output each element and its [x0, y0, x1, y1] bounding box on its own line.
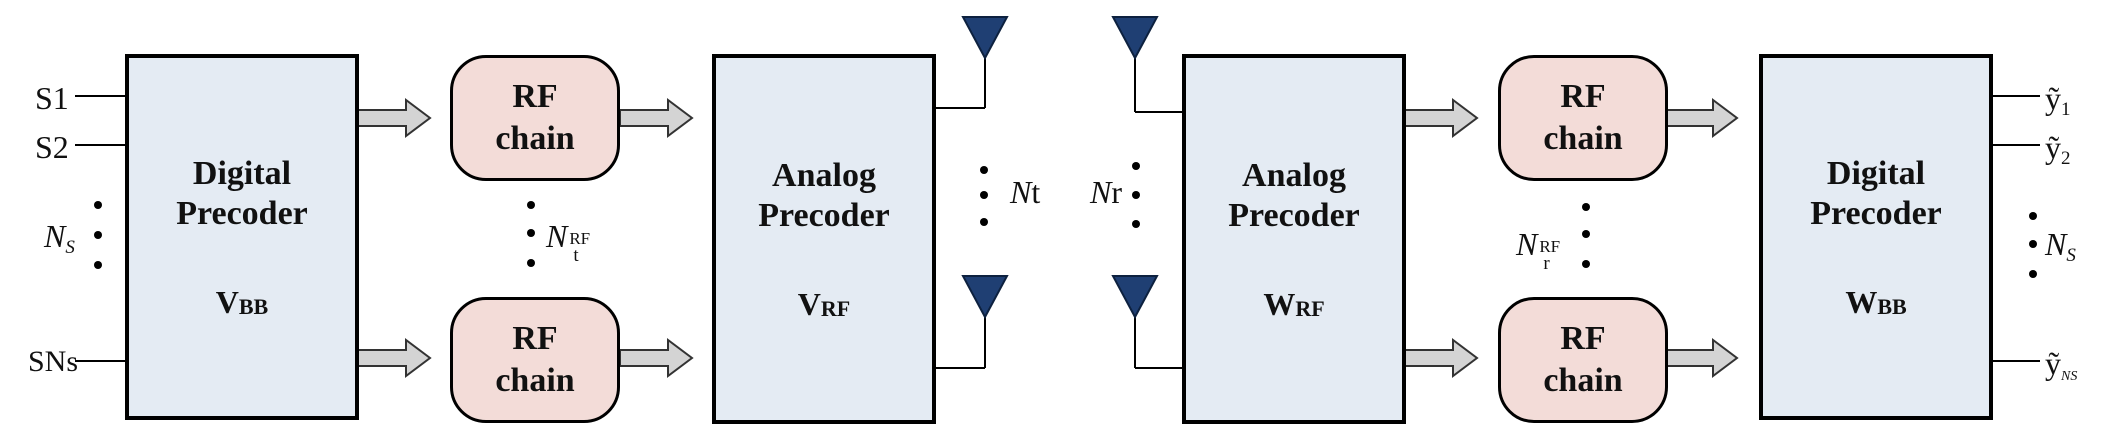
arrow-rf2-ap	[619, 339, 693, 377]
arrow-ac-rf1	[1404, 99, 1478, 137]
output-label-y1: ỹ1	[2045, 80, 2071, 120]
digital-precoder-block: Digital Precoder VBB	[125, 54, 359, 420]
analog-precoder-line1: Analog	[772, 156, 876, 194]
rx-antenna-2	[1111, 275, 1182, 369]
tx-ns-label: NS	[44, 218, 75, 258]
digital-precoder-line1: Digital	[192, 154, 292, 192]
tx-rf-dots	[527, 201, 535, 267]
analog-combiner-symbol: WRF	[1263, 285, 1325, 322]
nr-label: Nr	[1090, 174, 1122, 210]
tx-antenna-1	[934, 16, 1009, 109]
arrow-rf2-dc	[1664, 339, 1738, 377]
output-label-y2: ỹ2	[2045, 129, 2071, 169]
tx-antenna-2	[934, 275, 1009, 369]
digital-precoder-symbol: VBB	[215, 283, 269, 320]
digital-combiner-block: Digital Precoder WBB	[1759, 54, 1993, 420]
digital-combiner-line1: Digital	[1826, 154, 1926, 192]
rx-antenna-dots	[1132, 162, 1140, 228]
rx-rf-dots	[1582, 203, 1590, 268]
analog-combiner-block: Analog Precoder WRF	[1182, 54, 1406, 424]
digital-combiner-symbol: WBB	[1845, 283, 1907, 320]
input-label-sns: SNs	[28, 345, 79, 378]
rx-antenna-1	[1111, 16, 1182, 113]
arrow-rf1-ap	[619, 99, 693, 137]
nt-label: Nt	[1010, 174, 1041, 210]
analog-combiner-line1: Analog	[1242, 156, 1346, 194]
digital-combiner-line2: Precoder	[1810, 194, 1942, 232]
arrow-ac-rf2	[1404, 339, 1478, 377]
tx-ns-dots	[94, 201, 102, 269]
tx-antenna-dots	[980, 166, 988, 226]
input-label-s1: S1	[35, 80, 69, 116]
arrow-dp-rf1	[357, 99, 431, 137]
analog-precoder-symbol: VRF	[797, 285, 851, 322]
rx-ns-dots	[2029, 212, 2037, 278]
analog-precoder-line2: Precoder	[758, 196, 890, 234]
arrow-rf1-dc	[1664, 99, 1738, 137]
input-label-s2: S2	[35, 129, 69, 165]
rx-ns-label: NS	[2045, 226, 2076, 266]
analog-combiner-line2: Precoder	[1228, 196, 1360, 234]
arrow-dp-rf2	[357, 339, 431, 377]
digital-precoder-line2: Precoder	[176, 194, 308, 232]
analog-precoder-block: Analog Precoder VRF	[712, 54, 936, 424]
output-label-yns: ỹNS	[2045, 345, 2078, 384]
